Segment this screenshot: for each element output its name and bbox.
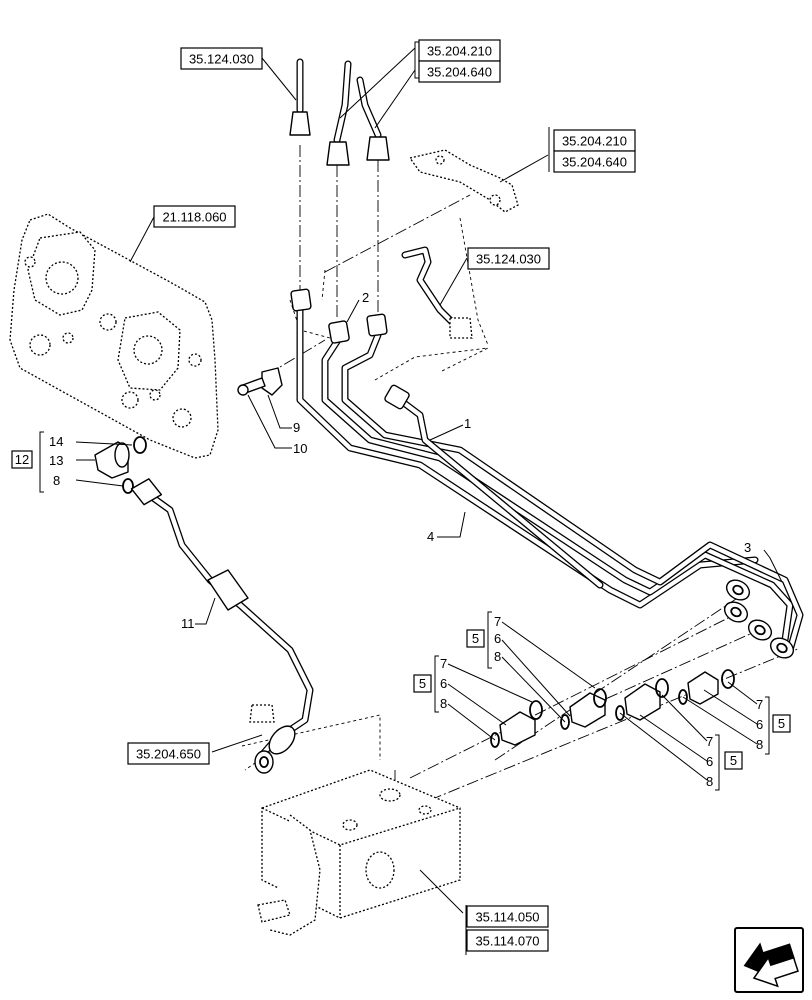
svg-text:12: 12 [15,452,29,467]
part-callouts: 1 2 3 4 9 10 11 14 13 8 12 7 6 8 5 7 6 8… [11,290,791,789]
callout-5-box-g2[interactable]: 5 [413,674,432,693]
callout-5-box-g3[interactable]: 5 [724,751,743,770]
callout-3: 3 [744,540,751,555]
callout-12-box[interactable]: 12 [11,450,33,469]
pipe-bracket [408,149,519,213]
callout-4: 4 [427,529,434,544]
pipe-11 [130,478,314,774]
main-pipe-bundle [296,306,804,654]
svg-text:7: 7 [756,697,763,712]
pipe-nuts [290,288,795,659]
ref-box-35-204-640-top[interactable]: 35.204.640 [418,60,501,83]
svg-text:6: 6 [440,676,447,691]
callout-11: 11 [181,616,195,631]
svg-text:5: 5 [730,753,737,768]
svg-text:8: 8 [440,696,447,711]
ref-box-35-114-070[interactable]: 35.114.070 [466,929,549,952]
upper-pipe-stubs [289,58,390,166]
svg-text:35.124.030: 35.124.030 [189,52,254,67]
ref-box-35-114-050[interactable]: 35.114.050 [466,905,549,928]
svg-text:8: 8 [706,774,713,789]
sensor-line [401,246,473,339]
ref-box-35-204-210-bracket[interactable]: 35.204.210 [553,129,636,152]
ref-box-35-204-650[interactable]: 35.204.650 [127,742,210,765]
svg-text:6: 6 [706,754,713,769]
transmission-housing [9,213,219,459]
coupling-assemblies [490,669,735,748]
ref-box-35-124-030-sensor[interactable]: 35.124.030 [467,247,550,270]
ref-box-35-204-210-top[interactable]: 35.204.210 [418,39,501,62]
svg-text:6: 6 [494,631,501,646]
callout-10: 10 [293,441,307,456]
leader-lines [75,47,783,914]
svg-text:35.114.050: 35.114.050 [475,910,539,925]
callout-brackets [39,41,770,955]
svg-text:8: 8 [494,649,501,664]
callout-14: 14 [49,434,63,449]
clip-and-bolt [237,367,283,396]
callout-1: 1 [464,416,471,431]
svg-text:35.204.210: 35.204.210 [562,134,627,149]
svg-text:7: 7 [706,734,713,749]
cap [249,704,275,723]
callout-13: 13 [49,453,63,468]
callout-5-box-g1[interactable]: 5 [466,629,485,648]
ref-box-35-124-030-top[interactable]: 35.124.030 [180,47,263,70]
svg-text:35.124.030: 35.124.030 [476,252,541,267]
svg-text:5: 5 [419,676,426,691]
svg-text:35.204.650: 35.204.650 [136,747,201,762]
svg-text:5: 5 [472,631,479,646]
svg-text:7: 7 [440,656,447,671]
svg-text:35.204.640: 35.204.640 [562,155,627,170]
svg-text:7: 7 [494,614,501,629]
callout-2: 2 [362,290,369,305]
callout-9: 9 [293,420,300,435]
svg-text:35.114.070: 35.114.070 [475,934,539,949]
ref-box-35-204-640-bracket[interactable]: 35.204.640 [553,150,636,173]
svg-text:6: 6 [756,717,763,732]
svg-text:35.204.210: 35.204.210 [427,44,492,59]
svg-text:35.204.640: 35.204.640 [427,65,492,80]
valve-block [257,769,461,936]
callout-8: 8 [53,473,60,488]
svg-text:8: 8 [756,737,763,752]
next-page-arrow-icon[interactable] [734,927,804,993]
svg-text:21.118.060: 21.118.060 [162,210,226,225]
callout-5-box-g4[interactable]: 5 [772,714,791,733]
ref-box-21-118-060[interactable]: 21.118.060 [153,205,236,228]
elbow-fitting [94,436,147,494]
svg-text:5: 5 [778,716,785,731]
